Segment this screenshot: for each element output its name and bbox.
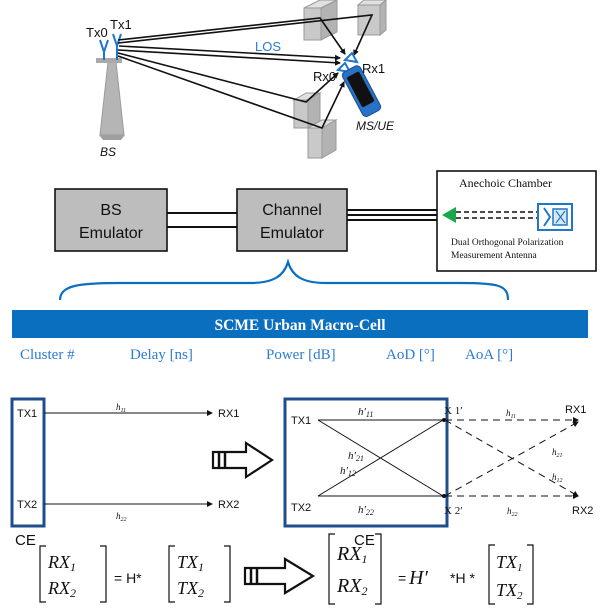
eq-left-rx2: RX2	[47, 578, 76, 600]
propagation-scene: Tx0 Tx1 BS	[86, 0, 395, 159]
phone-icon	[341, 65, 382, 117]
ce-box-right	[283, 397, 449, 528]
tx1-antenna-icon	[112, 33, 122, 60]
left-tx2-label: TX2	[17, 499, 37, 511]
right-ce-label: CE	[354, 532, 375, 549]
right-rx2-label: RX2	[572, 505, 593, 517]
right-tx2-label: TX2	[291, 502, 311, 514]
scme-col-cluster: Cluster #	[20, 347, 75, 363]
transform-arrow-icon	[211, 440, 275, 480]
building-top-right-icon	[356, 0, 387, 37]
eq-right-equals: =	[398, 570, 406, 586]
right-tx1-label: TX1	[291, 415, 311, 427]
measurement-antenna-icon	[537, 203, 573, 231]
scme-col-power: Power [dB]	[266, 347, 336, 363]
eq-right-rx2: RX2	[336, 575, 367, 598]
bs-tower-icon	[96, 58, 125, 140]
eq-right-tx1: TX1	[496, 552, 523, 574]
right-rx1-label: RX1	[565, 404, 586, 416]
eq-left-tx1: TX1	[177, 552, 204, 574]
msue-label: MS/UE	[356, 119, 395, 133]
building-bottom-icon	[306, 119, 338, 159]
probe-antenna-icon	[442, 207, 456, 223]
scme-col-aoa: AoA [°]	[465, 347, 513, 363]
tx0-label: Tx0	[86, 25, 108, 40]
eq-left-tx2: TX2	[177, 578, 204, 600]
right-x2p-label: X 2′	[444, 505, 463, 517]
right-h11-label: h11	[506, 408, 516, 420]
left-tx1-label: TX1	[17, 408, 37, 420]
eq-right-tx2: TX2	[496, 580, 523, 602]
scme-col-aod: AoD [°]	[386, 347, 435, 363]
ce-box-left	[10, 397, 46, 528]
eq-right-hprime: H′	[408, 567, 428, 589]
right-h22p-label: h′22	[358, 504, 374, 517]
left-rx1-label: RX1	[218, 408, 239, 420]
rx0-antenna-icon	[335, 61, 352, 74]
scme-bar	[12, 310, 588, 338]
right-h22-label: h22	[507, 506, 518, 518]
rx1-label: Rx1	[362, 61, 385, 76]
bs-emulator-box	[54, 188, 168, 252]
bs-label: BS	[100, 145, 116, 159]
eq-left-equals-h: = H*	[114, 570, 142, 586]
scme-brace	[58, 258, 510, 301]
antenna-label-line1: Dual Orthogonal Polarization	[451, 238, 564, 248]
anechoic-chamber-label: Anechoic Chamber	[459, 176, 552, 190]
bs-emulator-label-line1: BS	[100, 202, 121, 219]
scme-section: SCME Urban Macro-Cell Cluster # Delay [n…	[12, 258, 588, 363]
bs-emulator-label-line2: Emulator	[79, 225, 144, 242]
left-ce-label: CE	[15, 532, 36, 549]
right-h12p-label: h′12	[340, 465, 356, 478]
scme-title: SCME Urban Macro-Cell	[214, 317, 386, 334]
right-h11p-label: h′11	[358, 406, 373, 419]
eq-right-rx1: RX1	[336, 543, 367, 566]
building-top-left-icon	[303, 0, 338, 41]
test-setup: BS Emulator Channel Emulator Anechoic Ch…	[54, 170, 597, 272]
channel-model-right: TX1 TX2 h′11 h′21 h′12 h′22 X 1′ X 2′ h1…	[283, 397, 593, 549]
tx1-label: Tx1	[110, 17, 132, 32]
rx0-label: Rx0	[313, 69, 336, 84]
antenna-label-line2: Measurement Antenna	[451, 251, 538, 261]
eq-right-mid: *H *	[450, 570, 475, 586]
right-h21-label: h21	[552, 447, 563, 459]
channel-model-left: TX1 TX2 RX1 RX2 h11 h22 CE	[10, 397, 239, 549]
rx1-antenna-icon	[342, 51, 359, 64]
los-label: LOS	[255, 39, 281, 54]
tx0-antenna-icon	[99, 39, 109, 60]
right-h12-label: h12	[552, 472, 563, 484]
channel-emulator-box	[236, 188, 348, 252]
eq-left-rx1: RX1	[47, 552, 76, 574]
channel-emulator-label-line2: Emulator	[260, 225, 325, 242]
scme-col-delay: Delay [ns]	[130, 347, 193, 363]
left-rx2-label: RX2	[218, 499, 239, 511]
equation-right: RX1 RX2 = H′ *H * TX1 TX2	[328, 533, 534, 605]
channel-emulator-label-line1: Channel	[262, 202, 322, 219]
left-h11-label: h11	[116, 402, 126, 414]
equation-left: RX1 RX2 = H* TX1 TX2	[39, 545, 231, 603]
right-h21p-label: h′21	[348, 450, 364, 463]
multipath-rays	[117, 14, 374, 129]
equation-arrow-icon	[243, 557, 316, 595]
right-x1p-label: X 1′	[444, 405, 463, 417]
left-h22-label: h22	[116, 511, 127, 523]
